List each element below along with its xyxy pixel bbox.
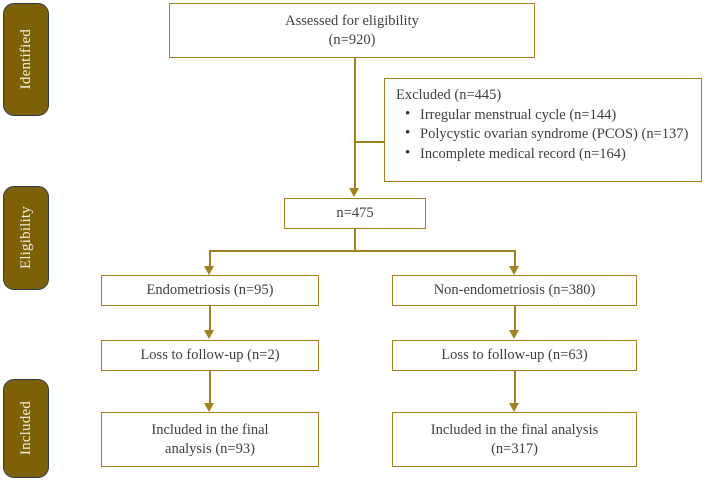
stage-badge-eligibility-label: Eligibility <box>17 206 34 270</box>
node-group-non-endometriosis: Non-endometriosis (n=380) <box>392 275 637 306</box>
connector-right-loss-to-final-line <box>514 371 516 405</box>
node-group-endometriosis-label: Endometriosis (n=95) <box>146 282 274 299</box>
node-assessed-for-eligibility: Assessed for eligibility (n=920) <box>169 3 535 58</box>
node-final-analysis-left: Included in the final analysis (n=93) <box>101 412 319 467</box>
connector-right-loss-to-final-arrow <box>509 403 519 412</box>
node-final-analysis-left-line2: analysis (n=93) <box>165 440 255 457</box>
connector-left-group-to-loss-arrow <box>204 330 214 339</box>
node-eligible-total: n=475 <box>284 198 426 229</box>
node-loss-followup-left-label: Loss to follow-up (n=2) <box>140 347 280 364</box>
connector-left-group-to-loss-line <box>209 306 211 332</box>
node-excluded-list: Irregular menstrual cycle (n=144) Polycy… <box>396 105 691 165</box>
node-eligible-total-label: n=475 <box>336 205 374 222</box>
stage-badge-identified-label: Identified <box>17 29 34 90</box>
connector-right-group-to-loss-arrow <box>509 330 519 339</box>
connector-trunk-to-excluded-line <box>354 141 384 143</box>
connector-left-loss-to-final-arrow <box>204 403 214 412</box>
node-final-analysis-right-line2: (n=317) <box>491 440 538 457</box>
connector-split-right-arrow <box>509 266 519 275</box>
connector-split-right-drop <box>514 250 516 268</box>
node-assessed-line2: (n=920) <box>328 31 376 48</box>
connector-split-bar <box>209 250 515 252</box>
node-loss-followup-right: Loss to follow-up (n=63) <box>392 340 637 371</box>
node-excluded: Excluded (n=445) Irregular menstrual cyc… <box>384 78 702 182</box>
stage-badge-included-label: Included <box>17 401 34 456</box>
connector-assessed-to-eligible-line <box>354 58 356 190</box>
node-final-analysis-left-line1: Included in the final <box>151 421 269 438</box>
list-item: Irregular menstrual cycle (n=144) <box>405 105 691 125</box>
list-item: Polycystic ovarian syndrome (PCOS) (n=13… <box>405 124 691 144</box>
list-item: Incomplete medical record (n=164) <box>405 144 691 164</box>
connector-left-loss-to-final-line <box>209 371 211 405</box>
node-loss-followup-right-label: Loss to follow-up (n=63) <box>441 347 588 364</box>
node-loss-followup-left: Loss to follow-up (n=2) <box>101 340 319 371</box>
node-group-non-endometriosis-label: Non-endometriosis (n=380) <box>433 282 596 299</box>
node-group-endometriosis: Endometriosis (n=95) <box>101 275 319 306</box>
connector-right-group-to-loss-line <box>514 306 516 332</box>
connector-split-left-arrow <box>204 266 214 275</box>
connector-assessed-to-eligible-arrow <box>349 188 359 197</box>
node-final-analysis-right-line1: Included in the final analysis <box>430 421 599 438</box>
node-final-analysis-right: Included in the final analysis (n=317) <box>392 412 637 467</box>
stage-badge-identified: Identified <box>3 3 49 116</box>
connector-split-stem <box>354 229 356 251</box>
node-assessed-line1: Assessed for eligibility <box>285 12 419 29</box>
stage-badge-included: Included <box>3 379 49 478</box>
stage-badge-eligibility: Eligibility <box>3 186 49 290</box>
connector-split-left-drop <box>209 250 211 268</box>
node-excluded-title: Excluded (n=445) <box>396 87 502 103</box>
